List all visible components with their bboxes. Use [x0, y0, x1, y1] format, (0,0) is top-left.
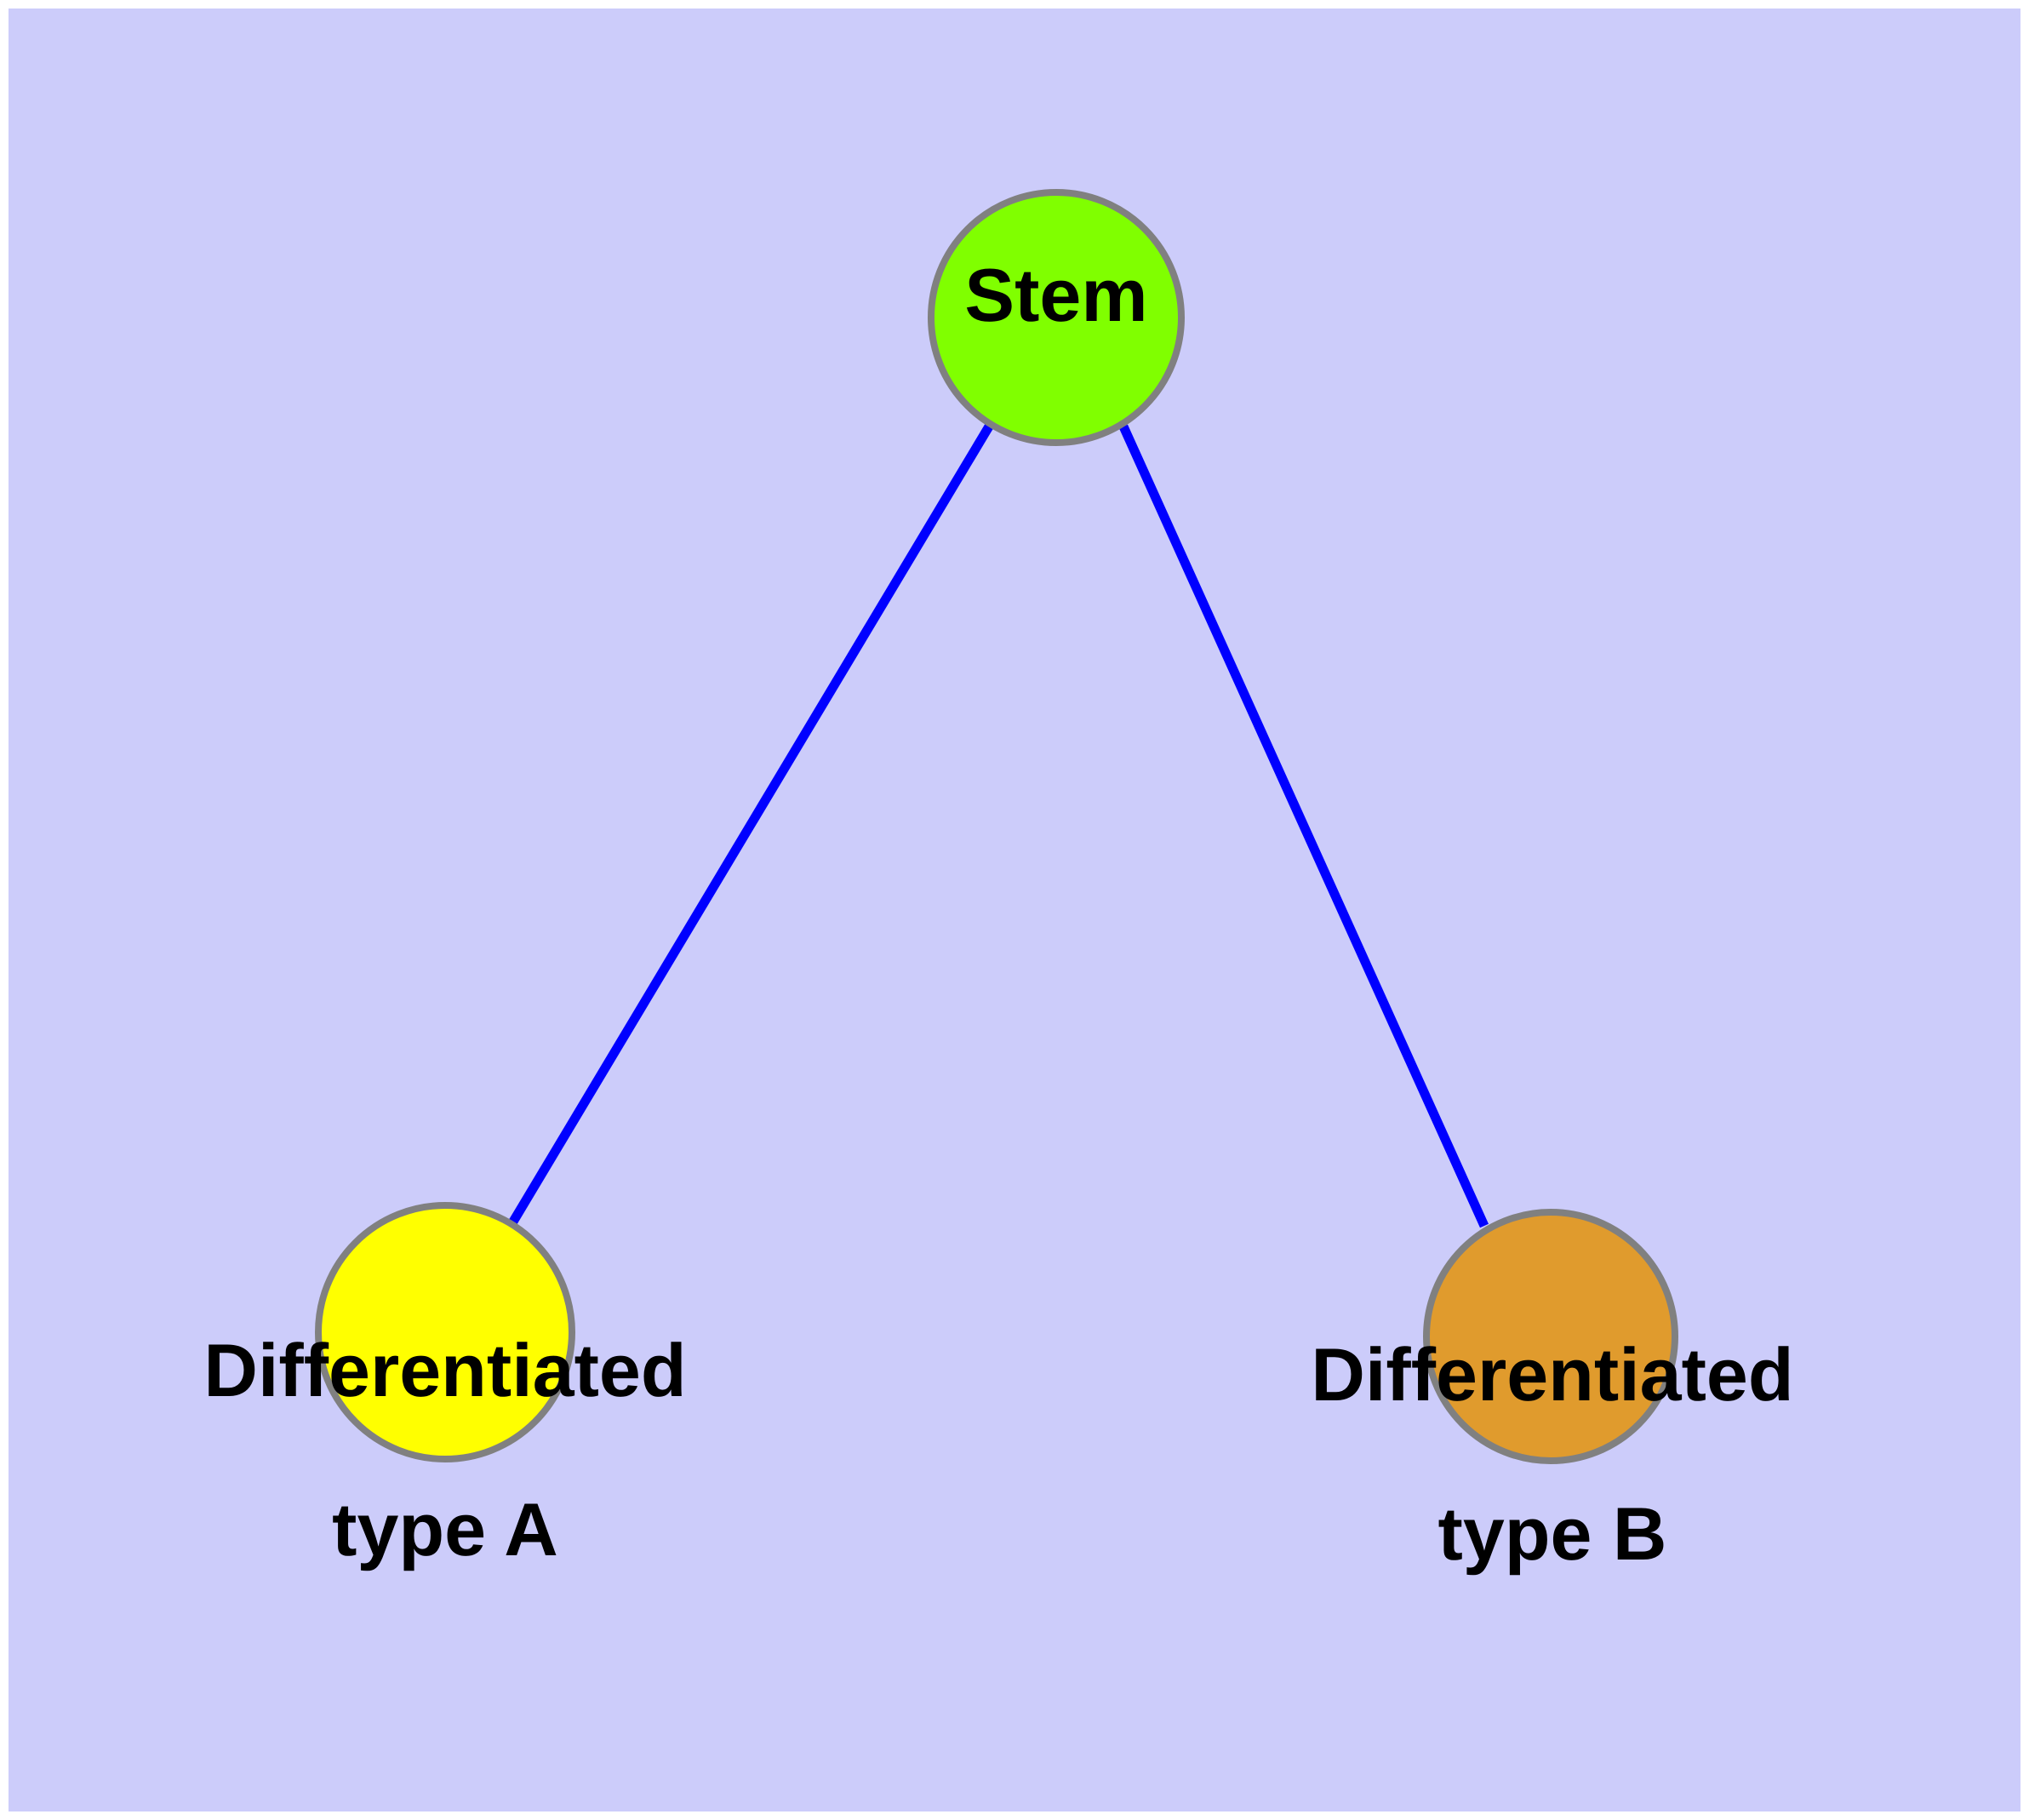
edge-stem-to-type-b [1118, 424, 1489, 1228]
edge-layer [509, 424, 1489, 1228]
node-differentiated-type-b[interactable] [1423, 1209, 1678, 1464]
node-differentiated-type-a[interactable] [315, 1202, 575, 1462]
node-layer [315, 189, 1678, 1464]
edge-stem-to-type-a [509, 424, 993, 1224]
node-stem[interactable] [928, 189, 1185, 446]
